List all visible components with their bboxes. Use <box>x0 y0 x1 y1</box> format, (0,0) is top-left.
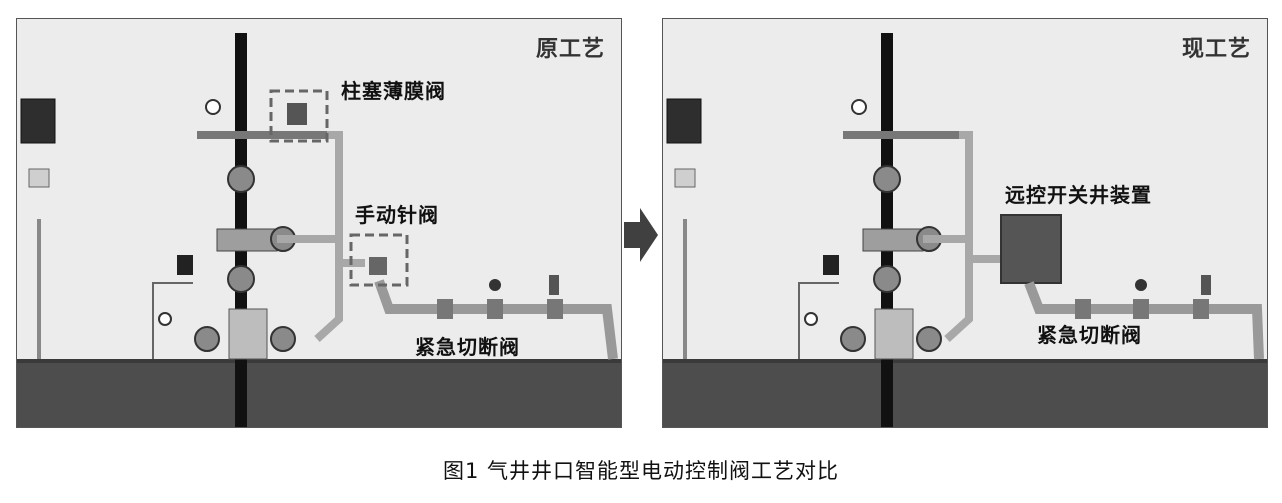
emergency-valve-label-left: 紧急切断阀 <box>415 335 520 359</box>
figure-caption: 图1 气井井口智能型电动控制阀工艺对比 <box>442 459 840 483</box>
current-process-title: 现工艺 <box>1181 37 1251 62</box>
ground <box>17 359 621 427</box>
plunger-valve-label: 柱塞薄膜阀 <box>341 79 446 103</box>
original-process-title: 原工艺 <box>535 37 605 62</box>
solar-pole <box>37 219 41 359</box>
needle-valve-label: 手动针阀 <box>355 203 439 227</box>
pressure-gauge <box>205 99 221 115</box>
transition-arrow-icon <box>624 208 658 262</box>
pressure-gauge <box>851 99 867 115</box>
right-wellhead-illustration <box>663 33 1267 427</box>
remote-device-label: 远控开关井装置 <box>1005 183 1152 207</box>
casing-valve-wheel <box>194 326 220 352</box>
master-valve-wheel <box>873 165 901 193</box>
control-box <box>28 168 50 188</box>
left-panel: 原工艺 柱塞薄膜阀 手动针阀 紧急切断阀 <box>16 18 622 428</box>
master-valve-wheel <box>227 165 255 193</box>
emergency-valve-label-right: 紧急切断阀 <box>1037 323 1142 347</box>
cross-fitting <box>216 228 278 252</box>
needle-valve-box <box>349 233 409 287</box>
cross-fitting <box>862 228 924 252</box>
lower-valve-wheel <box>227 265 255 293</box>
control-box <box>674 168 696 188</box>
solar-pole <box>683 219 687 359</box>
solar-panel <box>666 98 702 144</box>
solar-panel <box>20 98 56 144</box>
remote-control-device <box>1000 214 1062 284</box>
lower-valve-wheel <box>873 265 901 293</box>
right-panel: 现工艺 远控开关井装置 紧急切断阀 <box>662 18 1268 428</box>
ground <box>663 359 1267 427</box>
plunger-valve-box <box>269 89 329 143</box>
left-wellhead-illustration <box>17 33 621 427</box>
